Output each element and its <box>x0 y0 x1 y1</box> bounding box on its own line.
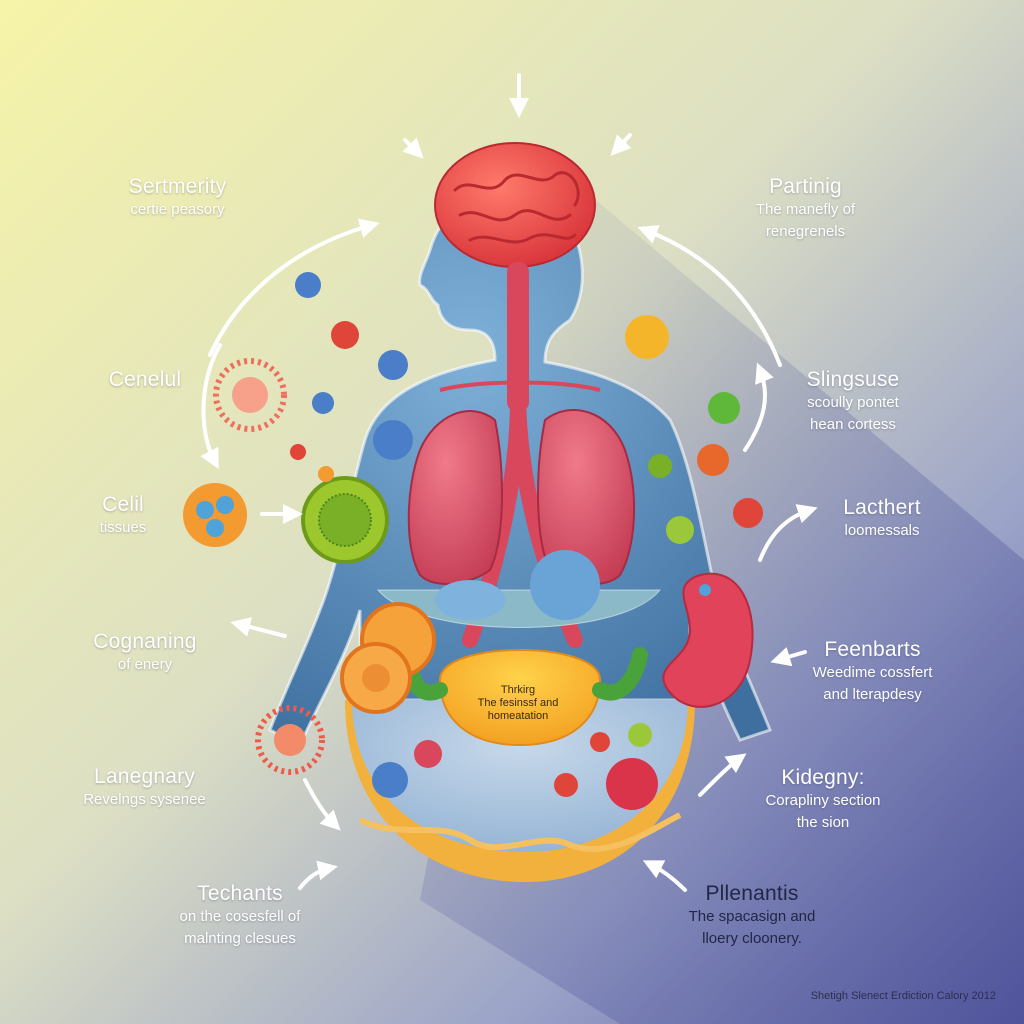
label-bottom-left-title: Techants <box>197 882 283 905</box>
arrow-feenbarts <box>770 647 807 667</box>
label-right-2-title: Slingsuse <box>806 368 900 391</box>
label-left-2-title: Cenelul <box>108 368 182 391</box>
arrow-techants <box>298 860 338 890</box>
kidney-organ <box>662 572 754 708</box>
label-left-3-title: Celil <box>102 493 144 516</box>
arrow-cognaning <box>230 617 287 638</box>
label-left-5: Lanegnary Revelngs sysenee <box>62 765 227 811</box>
label-right-4: Feenbarts Weedime cossfert and lterapdes… <box>800 638 945 706</box>
stomach-organ <box>402 647 648 747</box>
arrow-plenantis <box>642 860 687 892</box>
label-right-4-sub-2: and lterapdesy <box>823 686 922 703</box>
label-bottom-left-sub-2: malnting clesues <box>184 930 296 947</box>
label-left-5-sub-1: Revelngs sysenee <box>83 791 206 808</box>
footer-credit: Shetigh Slenect Erdiction Calory 2012 <box>810 990 996 1002</box>
arrow-top-right <box>610 133 632 156</box>
flow-arrows <box>200 73 818 892</box>
label-right-2-sub-2: hean cortess <box>810 416 896 433</box>
label-right-4-title: Feenbarts <box>824 638 921 661</box>
label-top-right: Partinig The manefly of renegrenels <box>728 175 883 243</box>
label-left-2: Cenelul <box>80 368 210 392</box>
label-top-left-sub-1: certie peasory <box>130 201 225 218</box>
stomach-label-line-2: The fesinssf and <box>477 697 559 709</box>
label-left-4-sub-1: of enery <box>117 656 173 673</box>
label-right-5: Kidegny: Corapliny section the sion <box>748 766 898 834</box>
label-bottom-right-sub-2: lloery cloonery. <box>702 930 802 947</box>
label-left-4: Cognaning of enery <box>70 630 220 676</box>
arrow-lacthert <box>758 504 818 562</box>
arrow-right-mid <box>743 362 774 452</box>
label-right-4-sub-1: Weedime cossfert <box>812 664 933 681</box>
label-bottom-right-sub-1: The spacasign and <box>688 908 816 925</box>
stomach-label-line-1: Thrkirg <box>500 684 536 696</box>
label-right-3: Lacthert loomessals <box>812 496 952 542</box>
arrow-lanegnary <box>303 778 341 831</box>
arrow-top-left <box>402 137 424 159</box>
label-bottom-right: Pllenantis The spacasign and lloery cloo… <box>672 882 832 950</box>
brain-organ <box>434 142 596 268</box>
label-left-3-sub-1: tissues <box>99 519 147 536</box>
label-right-3-sub-1: loomessals <box>844 522 920 539</box>
label-top-right-title: Partinig <box>769 175 842 198</box>
lungs-organ <box>407 409 636 586</box>
arrow-kidegny <box>698 753 747 797</box>
label-left-4-title: Cognaning <box>93 630 197 653</box>
label-right-2: Slingsuse scoully pontet hean cortess <box>778 368 928 436</box>
label-top-right-sub-2: renegrenels <box>765 223 846 240</box>
diaphragm <box>376 550 662 628</box>
label-left-3: Celil tissues <box>78 493 168 539</box>
label-top-right-sub-1: The manefly of <box>755 201 856 218</box>
label-right-3-title: Lacthert <box>843 496 921 519</box>
green-cell <box>301 476 389 564</box>
arrow-arc-left <box>208 218 380 357</box>
arrow-arc-left-down <box>200 343 222 470</box>
orange-slices <box>340 602 436 714</box>
stomach-label: Thrkirg The fesinssf and homeatation <box>458 684 578 723</box>
label-right-2-sub-1: scoully pontet <box>807 394 899 411</box>
label-top-left: Sertmerity certie peasory <box>100 175 255 221</box>
label-right-5-sub-1: Corapliny section <box>765 792 881 809</box>
label-bottom-left: Techants on the cosesfell of malnting cl… <box>160 882 320 950</box>
label-bottom-right-title: Pllenantis <box>705 882 799 905</box>
cell-decorations <box>183 272 763 810</box>
arrow-arc-right <box>637 224 782 367</box>
label-top-left-title: Sertmerity <box>128 175 227 198</box>
label-right-5-sub-2: the sion <box>796 814 850 831</box>
label-right-5-title: Kidegny: <box>781 766 865 789</box>
stomach-label-line-3: homeatation <box>487 710 549 722</box>
label-bottom-left-sub-1: on the cosesfell of <box>179 908 301 925</box>
label-left-5-title: Lanegnary <box>93 765 196 788</box>
